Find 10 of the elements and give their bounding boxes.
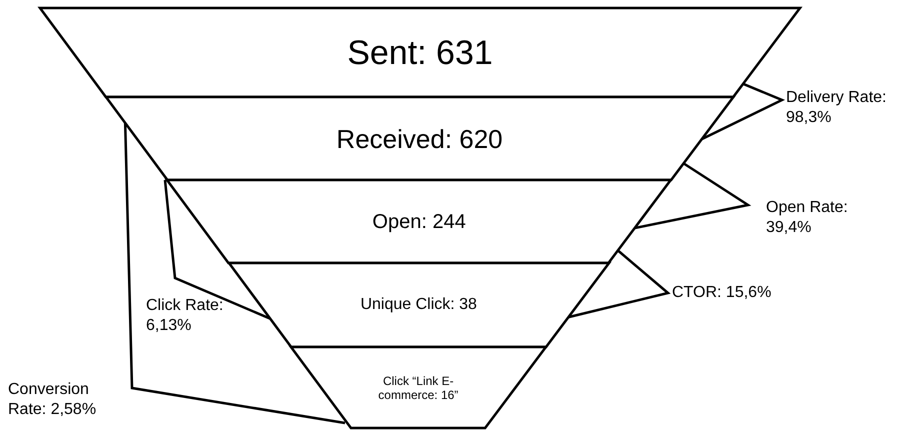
stage-label: Unique Click: 38 xyxy=(360,296,477,314)
stage-label: Open: 244 xyxy=(372,210,466,232)
rate-label: Delivery Rate: 98,3% xyxy=(786,88,888,128)
stage-label: Received: 620 xyxy=(336,124,503,152)
stage-label: Sent: 631 xyxy=(347,34,493,70)
rate-label: Open Rate: 39,4% xyxy=(766,198,849,238)
stage-label: Click “Link E-commerce: 16” xyxy=(377,374,460,402)
rate-label: Click Rate: 6,13% xyxy=(146,296,224,336)
rate-label: CTOR: 15,6% xyxy=(672,283,772,303)
rate-label: Conversion Rate: 2,58% xyxy=(8,380,98,420)
